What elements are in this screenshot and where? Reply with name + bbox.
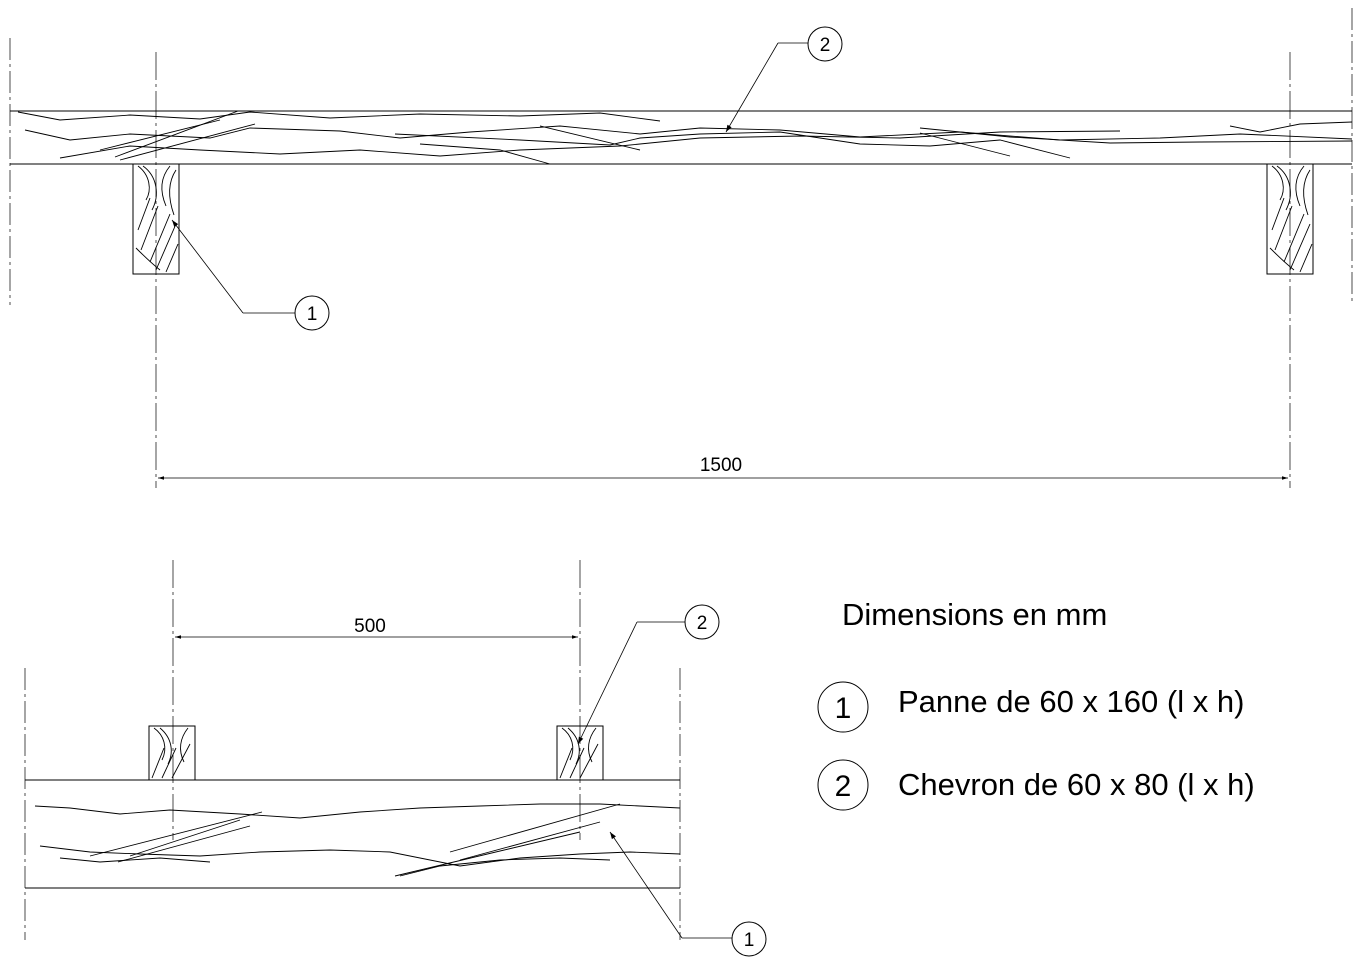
callout-purlin-bottom-number: 1 [744, 930, 755, 951]
callout-purlin-top-number: 1 [307, 304, 318, 325]
callout-rafter-top: 2 [725, 26, 843, 133]
dimension-1500-label: 1500 [700, 455, 742, 476]
rafter-section-left [148, 725, 196, 781]
dimension-1500: 1500 [158, 455, 1288, 480]
callout-rafter-bottom-number: 2 [697, 613, 708, 634]
legend-item-purlin: 1 Panne de 60 x 160 (l x h) [817, 681, 1244, 733]
legend-item-purlin-number: 1 [835, 692, 852, 725]
legend-item-rafter-number: 2 [835, 770, 852, 803]
dimension-500: 500 [175, 616, 578, 639]
rafter-section-right [556, 725, 604, 781]
callout-purlin-bottom: 1 [609, 831, 767, 957]
callout-rafter-top-number: 2 [820, 35, 831, 56]
dimension-500-label: 500 [354, 616, 386, 637]
legend: Dimensions en mm 1 Panne de 60 x 160 (l … [817, 597, 1255, 811]
legend-title: Dimensions en mm [842, 597, 1107, 632]
bottom-view: 500 2 1 [24, 560, 767, 957]
legend-item-rafter: 2 Chevron de 60 x 80 (l x h) [817, 759, 1255, 811]
callout-purlin-top: 1 [171, 219, 330, 331]
legend-item-purlin-text: Panne de 60 x 160 (l x h) [898, 684, 1244, 719]
top-view: 1500 2 1 [9, 8, 1353, 488]
rafter-board-side [10, 110, 1353, 165]
purlin-board-side [25, 779, 681, 889]
legend-item-rafter-text: Chevron de 60 x 80 (l x h) [898, 767, 1255, 802]
callout-rafter-bottom: 2 [577, 604, 720, 745]
